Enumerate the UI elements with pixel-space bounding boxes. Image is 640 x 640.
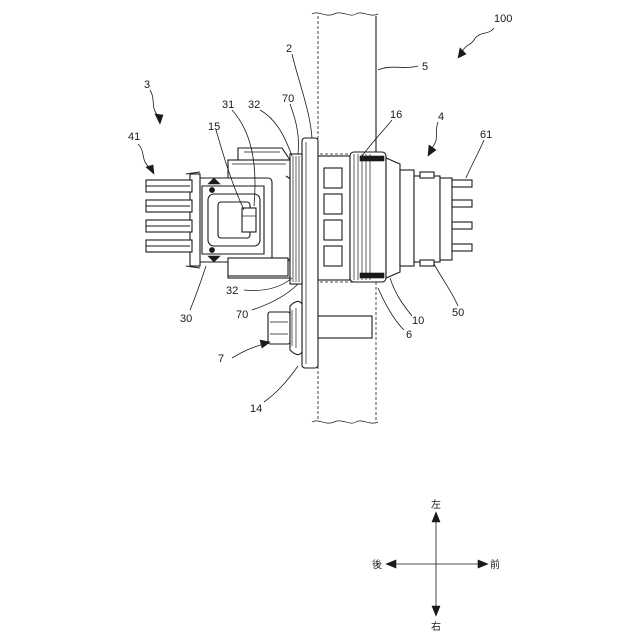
label-70-top: 70 xyxy=(282,93,294,105)
label-14: 14 xyxy=(250,403,262,415)
seal-70-left xyxy=(290,154,302,284)
label-41: 41 xyxy=(128,131,140,143)
direction-left-label: 後 xyxy=(372,558,382,571)
label-2: 2 xyxy=(286,43,292,55)
connector-4 xyxy=(414,172,452,266)
label-5: 5 xyxy=(422,61,428,73)
direction-indicator: 左 右 後 前 xyxy=(372,498,500,633)
direction-right-label: 前 xyxy=(490,558,500,571)
label-16: 16 xyxy=(390,109,402,121)
label-31: 31 xyxy=(222,99,234,111)
label-15: 15 xyxy=(208,121,220,133)
bracket-2 xyxy=(302,138,318,368)
label-70-bottom: 70 xyxy=(236,309,248,321)
label-6: 6 xyxy=(406,329,412,341)
direction-down-label: 右 xyxy=(431,620,441,633)
arrow-right-icon xyxy=(478,560,488,568)
label-30: 30 xyxy=(180,313,192,325)
label-4: 4 xyxy=(438,111,444,123)
label-32-bottom: 32 xyxy=(226,285,238,297)
label-10: 10 xyxy=(412,315,424,327)
arrow-up-icon xyxy=(432,512,440,522)
label-3: 3 xyxy=(144,79,150,91)
housing-10 xyxy=(318,152,414,282)
arrow-down-icon xyxy=(432,606,440,616)
label-100: 100 xyxy=(494,13,512,25)
wires-41 xyxy=(146,180,192,252)
bolt-7 xyxy=(268,301,372,354)
label-7: 7 xyxy=(218,353,224,365)
connector-3 xyxy=(186,148,298,278)
arrow-left-icon xyxy=(386,560,396,568)
terminals-61 xyxy=(452,180,472,251)
label-32-top: 32 xyxy=(248,99,260,111)
direction-up-label: 左 xyxy=(431,498,441,511)
label-61: 61 xyxy=(480,129,492,141)
label-50: 50 xyxy=(452,307,464,319)
